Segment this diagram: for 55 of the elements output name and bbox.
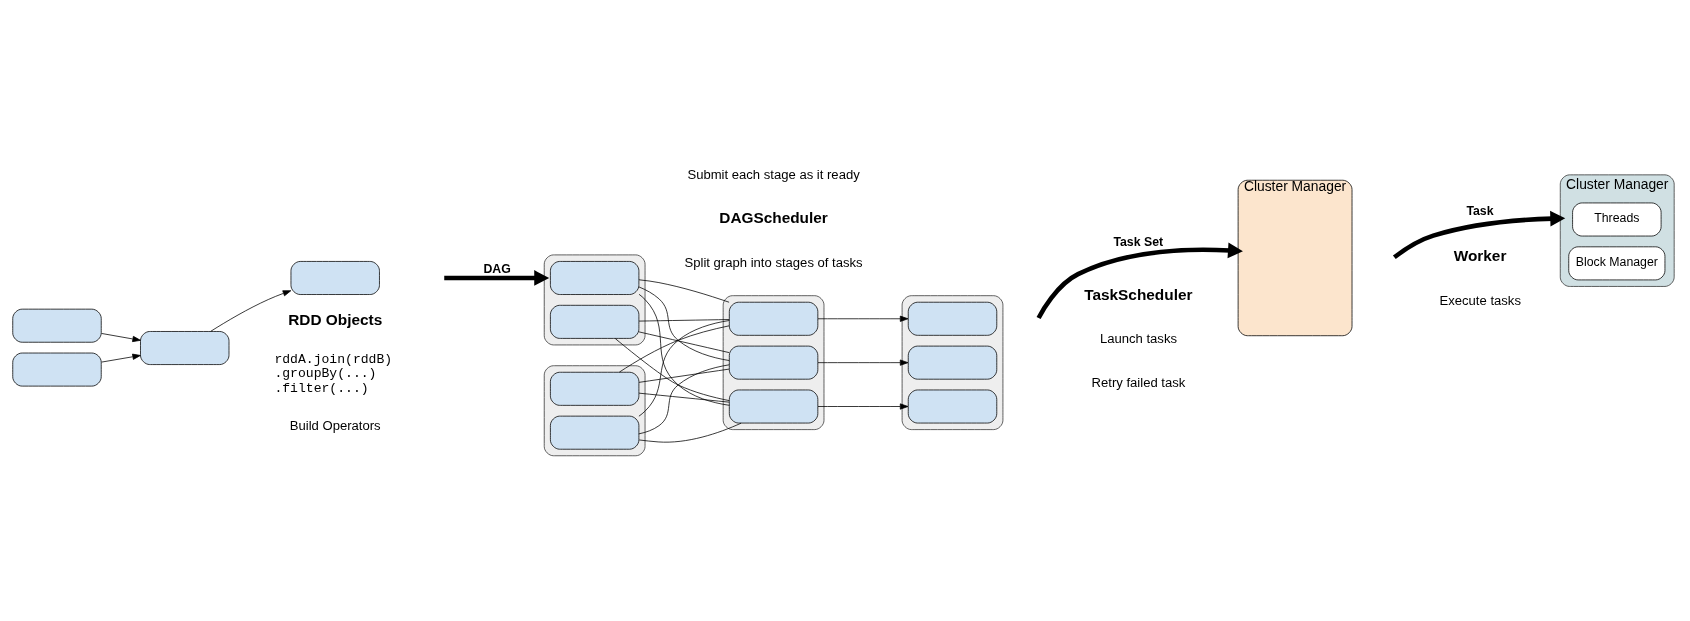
arrow: [817, 315, 909, 322]
label: rddA.join(rddB) .groupBy(...) .filter(...): [274, 351, 393, 396]
node-box: [728, 389, 819, 424]
connector: [638, 364, 730, 435]
node-box: [550, 304, 640, 339]
arrow: [1392, 210, 1566, 260]
node-box: Threads: [1572, 202, 1662, 237]
node-box: [728, 345, 819, 380]
node-box: Cluster Manager: [1237, 179, 1353, 337]
node-box: [290, 261, 380, 295]
node-box: [550, 415, 640, 450]
connector: [638, 320, 730, 417]
connector: [638, 319, 730, 322]
node-box: Block Manager: [1568, 246, 1666, 281]
arrow: [1036, 242, 1243, 320]
label: Submit each stage as it ready: [687, 166, 860, 182]
edge-label: Task Set: [1113, 234, 1164, 249]
label: Split graph into stages of tasks: [684, 254, 863, 270]
arrow: [817, 359, 909, 366]
node-box: [907, 389, 998, 424]
label: DAGScheduler: [719, 208, 828, 226]
node-box: [728, 301, 819, 336]
label: Execute tasks: [1439, 293, 1521, 308]
node-box: [550, 371, 640, 406]
arrow: [817, 403, 909, 410]
cluster: [543, 365, 646, 457]
cluster: [543, 254, 646, 346]
arrow: [210, 290, 292, 332]
connector: [638, 279, 730, 303]
node-box: [12, 308, 102, 343]
connector: [638, 392, 730, 403]
connector: [638, 286, 730, 361]
connector: [619, 325, 730, 373]
label: Retry failed task: [1091, 375, 1186, 391]
arrow: [101, 333, 141, 343]
edge-label: Task: [1466, 204, 1494, 219]
node-box: [12, 352, 102, 387]
cluster: [722, 295, 825, 430]
arrow: [101, 353, 141, 363]
label: TaskScheduler: [1084, 285, 1193, 303]
label: Build Operators: [289, 417, 381, 433]
node-box: [550, 261, 640, 295]
label: Launch tasks: [1099, 331, 1177, 347]
label: RDD Objects: [288, 310, 383, 328]
connector: [638, 368, 730, 383]
connector: [638, 331, 730, 353]
connector: [638, 422, 742, 443]
arrow: [444, 270, 550, 286]
edge-label: DAG: [483, 262, 511, 277]
label: Worker: [1453, 247, 1507, 265]
connector: [614, 338, 730, 401]
node-box: [907, 301, 998, 336]
connector: [638, 293, 730, 406]
node-box: [140, 331, 230, 365]
node-box: [907, 345, 998, 380]
